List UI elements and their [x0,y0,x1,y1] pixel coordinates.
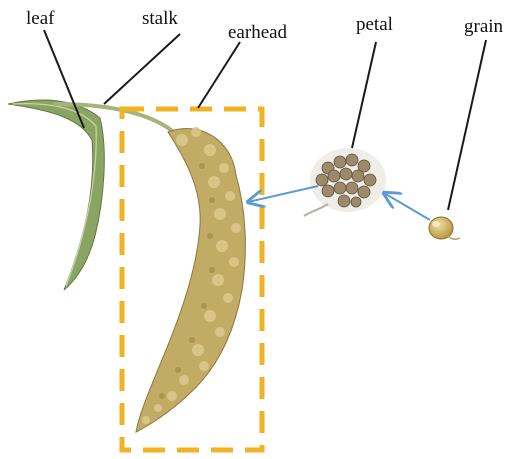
label-leaf: leaf [26,8,55,29]
leader-line-stalk [104,34,180,104]
label-earhead: earhead [228,22,288,43]
label-petal: petal [356,14,393,35]
leader-line-grain [448,40,486,210]
earhead-illustration [136,127,245,432]
leader-line-earhead [198,42,240,108]
leaf-illustration [8,100,104,290]
arrow-grain-to-petal [384,193,430,220]
label-grain: grain [464,16,504,37]
grain-illustration [429,217,460,239]
leader-line-petal [352,42,376,148]
label-stalk: stalk [142,8,178,29]
petal-illustration [304,148,386,216]
arrow-petal-to-earhead [248,186,318,202]
